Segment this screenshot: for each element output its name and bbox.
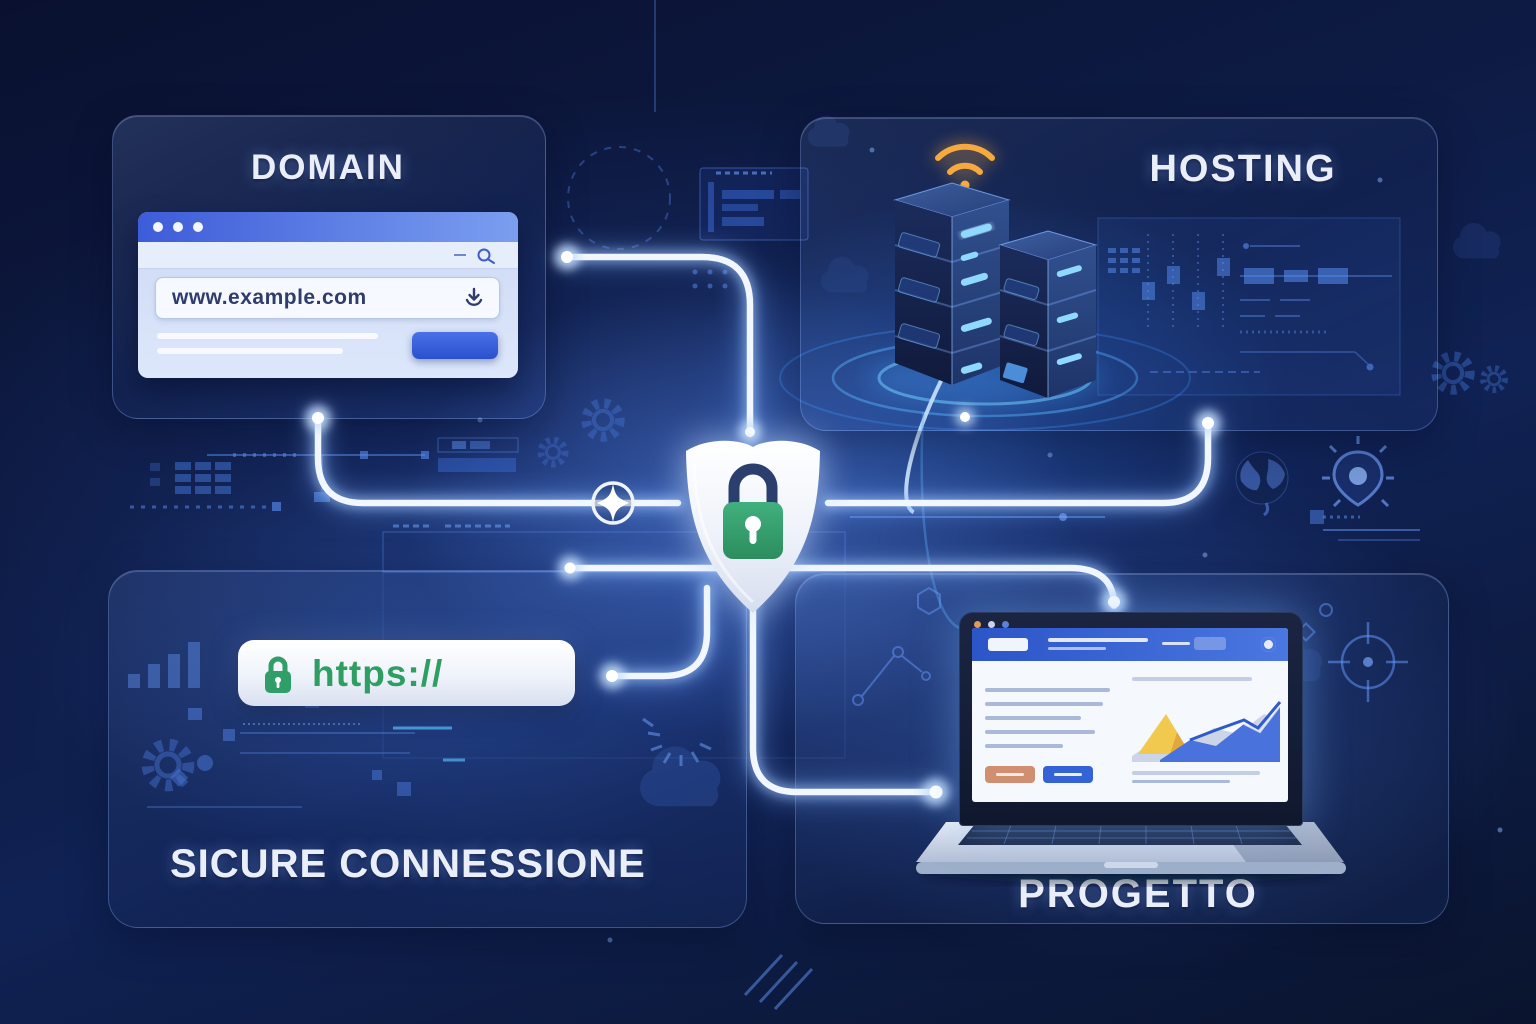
content-line [985,688,1110,692]
nav-button[interactable] [1194,637,1226,650]
mini-bar-chart [128,642,200,688]
connection-line [314,253,1212,796]
hosting-dashboard-wireframe [1097,217,1401,396]
server-tower-main [893,182,1011,385]
compass-node-icon [591,481,635,525]
shield-icon [686,440,820,613]
browser-window-mockup: www.example.com [138,212,518,378]
url-input[interactable]: www.example.com [155,277,500,319]
url-text: www.example.com [172,286,367,309]
decor-diamond [169,768,189,787]
window-dot [1002,621,1009,628]
browser-toolbar [138,242,518,269]
laptop-screen [972,628,1288,802]
misc-decor [477,147,1503,1011]
site-logo-button[interactable] [988,638,1028,651]
sunburst-decoration [642,717,712,766]
connection-nodes [305,244,1221,806]
https-address-bar[interactable]: https:// [238,640,575,706]
location-pin-icon [1322,436,1394,508]
code-window-wireframe [699,167,809,241]
content-line [985,716,1081,720]
lock-icon [723,463,783,559]
globe-icon [1235,451,1289,517]
target-icon [1328,622,1408,702]
submit-button[interactable] [412,332,498,359]
content-line [985,702,1103,706]
server-vents [897,232,941,349]
hosting-title: HOSTING [1149,148,1337,190]
window-dot [153,222,163,232]
content-line [1132,780,1230,783]
tab-wireframe [437,437,519,472]
nav-line [1048,638,1148,642]
server-tower-secondary [998,230,1098,398]
download-icon[interactable] [463,286,485,310]
secure-connection-panel [108,570,747,928]
secure-connection-title: SICURE CONNESSIONE [170,842,646,886]
content-line [985,744,1063,748]
window-dot [193,222,203,232]
content-line [985,730,1095,734]
minimize-dash [454,254,466,256]
search-icon[interactable] [476,247,496,265]
secondary-button[interactable] [985,766,1035,783]
nav-line [1162,642,1190,645]
block-grid [150,462,231,494]
browser-titlebar [138,212,518,242]
decor-circle [197,755,213,771]
site-header [972,628,1288,661]
placeholder-line [157,348,343,354]
laptop-mockup [916,598,1346,884]
avatar-icon[interactable] [1261,637,1276,652]
domain-title: DOMAIN [251,148,405,187]
placeholder-line [157,333,378,339]
https-lock-icon [265,656,291,693]
window-dot [988,621,995,628]
primary-button[interactable] [1043,766,1093,783]
window-dot [173,222,183,232]
content-line [1132,771,1260,775]
window-dot [974,621,981,628]
content-line [1132,677,1252,681]
server-lights [960,223,992,374]
laptop-base [916,822,1346,884]
analytics-chart [1132,701,1282,762]
https-text: https:// [312,653,444,694]
server-stack-icon [893,143,1098,398]
nav-line [1048,647,1106,650]
